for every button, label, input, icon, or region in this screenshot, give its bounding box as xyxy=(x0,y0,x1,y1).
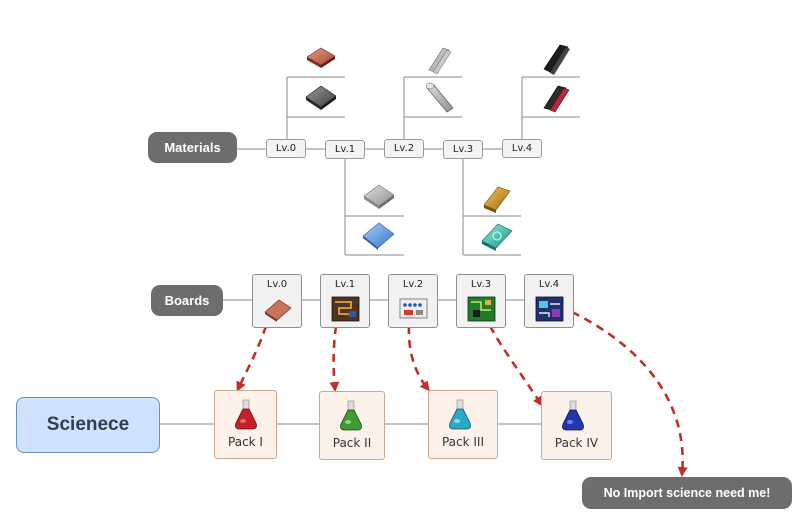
board-to-pack-arrows xyxy=(236,310,688,477)
crystal-plate-icon xyxy=(481,223,513,251)
board-level-3-label: Lv.3 xyxy=(470,279,492,290)
pack-3-label: Pack III xyxy=(441,435,485,449)
blue-flask-icon xyxy=(562,400,584,431)
arrow-board1-pack2 xyxy=(329,325,340,392)
iron-plate-icon xyxy=(305,85,337,110)
arrow-board0-pack1 xyxy=(236,325,268,392)
copper-plate-icon xyxy=(306,47,336,68)
cyan-flask-icon xyxy=(449,399,471,430)
board-level-4-label: Lv.4 xyxy=(538,279,560,290)
steel-rod-icon xyxy=(425,82,454,113)
steel-plate-icon xyxy=(363,184,395,209)
gold-ingot-icon xyxy=(483,186,511,213)
blue-plate-icon xyxy=(362,222,395,250)
pack-3: Pack III xyxy=(428,390,498,459)
no-import-note: No Import science need me! xyxy=(582,477,792,509)
materials-level-4: Lv.4 xyxy=(502,139,542,158)
board-level-2-label: Lv.2 xyxy=(402,279,424,290)
pack-4: Pack IV xyxy=(541,391,612,460)
arrow-board2-pack3 xyxy=(407,325,430,392)
pack-1: Pack I xyxy=(214,390,277,459)
steel-beam-icon xyxy=(428,47,452,75)
blue-circuit-icon xyxy=(535,296,564,322)
black-beam-icon xyxy=(543,44,570,75)
science-node: Scienece xyxy=(16,397,160,453)
green-circuit-icon xyxy=(467,296,496,322)
board-level-1-label: Lv.1 xyxy=(334,279,356,290)
arrow-board4-note xyxy=(571,310,688,477)
materials-level-0: Lv.0 xyxy=(266,139,306,158)
pack-2: Pack II xyxy=(319,391,385,460)
red-beam-icon xyxy=(543,85,570,113)
pack-1-label: Pack I xyxy=(228,435,263,449)
materials-connectors xyxy=(237,76,580,256)
copper-board-icon xyxy=(264,299,292,322)
materials-level-1: Lv.1 xyxy=(325,140,365,159)
white-circuit-icon xyxy=(399,298,428,319)
board-level-4: Lv.4 xyxy=(524,274,574,328)
arrow-board3-pack4 xyxy=(488,325,543,407)
green-flask-icon xyxy=(340,400,362,431)
pack-4-label: Pack IV xyxy=(554,436,599,450)
materials-level-2: Lv.2 xyxy=(384,139,424,158)
materials-label: Materials xyxy=(148,132,237,163)
pack-2-label: Pack II xyxy=(332,436,372,450)
boards-label: Boards xyxy=(151,285,223,316)
board-level-0-label: Lv.0 xyxy=(266,279,288,290)
board-level-3: Lv.3 xyxy=(456,274,506,328)
red-flask-icon xyxy=(235,399,257,430)
board-level-2: Lv.2 xyxy=(388,274,438,328)
materials-level-3: Lv.3 xyxy=(443,140,483,159)
brown-circuit-icon xyxy=(331,296,360,322)
board-level-0: Lv.0 xyxy=(252,274,302,328)
board-level-1: Lv.1 xyxy=(320,274,370,328)
